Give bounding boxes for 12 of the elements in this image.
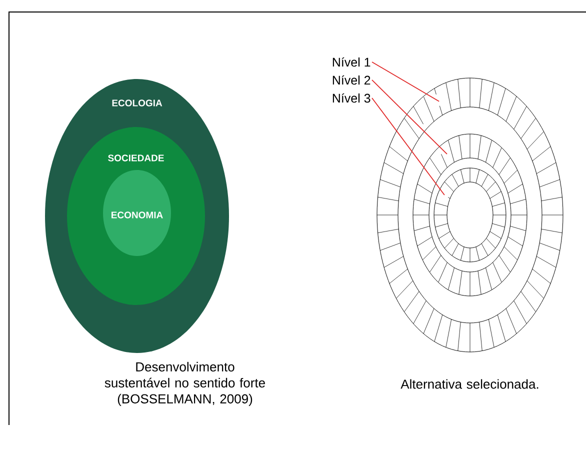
ellipse-region: ECONOMIA [103, 170, 171, 256]
caption: Alternativa selecionada. [400, 379, 538, 389]
leader-line [372, 62, 440, 102]
segmented-ring [412, 134, 528, 296]
segmented-ring [434, 168, 506, 262]
leader-line [372, 80, 448, 155]
level-label: Nível 3 [332, 93, 370, 103]
level-label: Nível 2 [332, 75, 370, 85]
segmented-ring [376, 78, 564, 352]
level-label: Nível 1 [332, 57, 370, 67]
caption: Desenvolvimento sustentável no sentido forte (BOSSELMANN, 2009) [104, 362, 265, 406]
leader-line [372, 98, 445, 196]
